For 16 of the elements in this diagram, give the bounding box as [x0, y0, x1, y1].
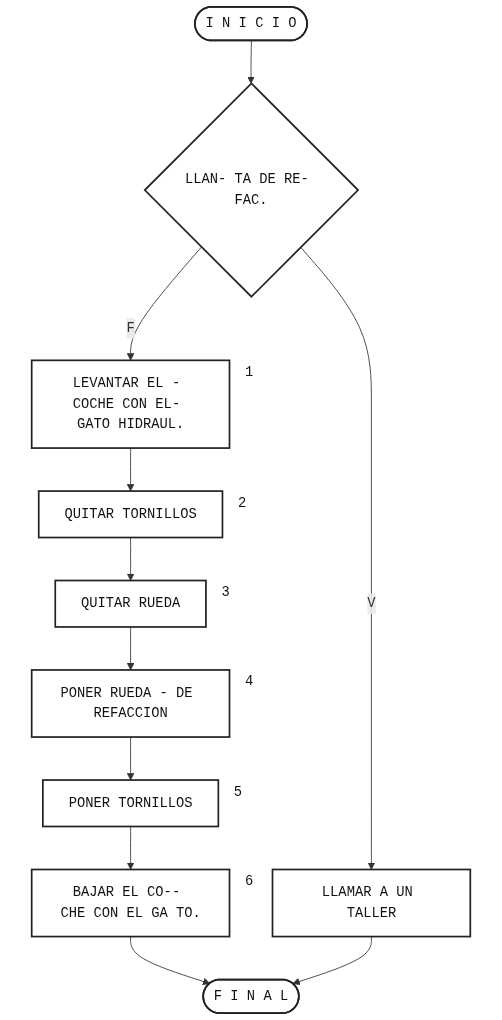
step-number: 5 [233, 784, 243, 800]
node-box: LEVANTAR EL - COCHE CON EL- GATO HIDRAUL. [30, 359, 231, 449]
step-number: 2 [237, 495, 247, 511]
node-box: LLAMAR A UN TALLER [271, 868, 472, 938]
node-diamond: LLAN- TA DE RE- FAC. [143, 82, 360, 298]
step-number: 3 [221, 585, 230, 600]
node-box: BAJAR EL CO-- CHE CON EL GA TO. [30, 868, 231, 938]
step-number: 6 [245, 873, 254, 889]
edge-label: F [126, 320, 135, 337]
node-box: PONER TORNILLOS [42, 779, 220, 828]
edge-label: V [367, 596, 376, 612]
node-box: PONER RUEDA - DE REFACCION [30, 669, 231, 738]
step-number: 1 [245, 364, 254, 380]
step-number: 4 [245, 674, 254, 690]
node-box: QUITAR RUEDA [54, 579, 207, 628]
node-box: QUITAR TORNILLOS [37, 490, 224, 539]
